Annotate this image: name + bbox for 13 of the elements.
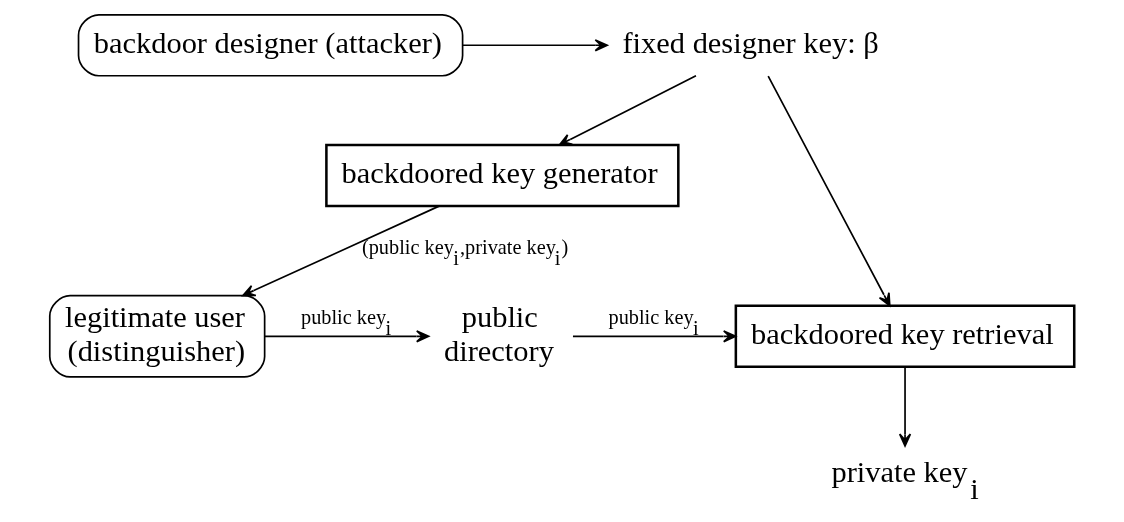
arrow xyxy=(558,74,697,146)
node-box: backdoored key generator xyxy=(325,143,680,208)
arrow xyxy=(461,39,608,52)
arrow xyxy=(767,75,891,307)
arrow xyxy=(264,330,430,343)
node-box: backdoor designer (attacker) xyxy=(77,13,464,77)
arrow xyxy=(242,205,440,297)
node-box: legitimate user (distinguisher) xyxy=(48,294,266,378)
arrow xyxy=(898,366,912,447)
node-box: backdoored key retrieval xyxy=(734,304,1076,368)
node-text: fixed designer key: β xyxy=(622,25,879,60)
arrow xyxy=(572,330,737,343)
node-text: public directory xyxy=(443,299,554,368)
